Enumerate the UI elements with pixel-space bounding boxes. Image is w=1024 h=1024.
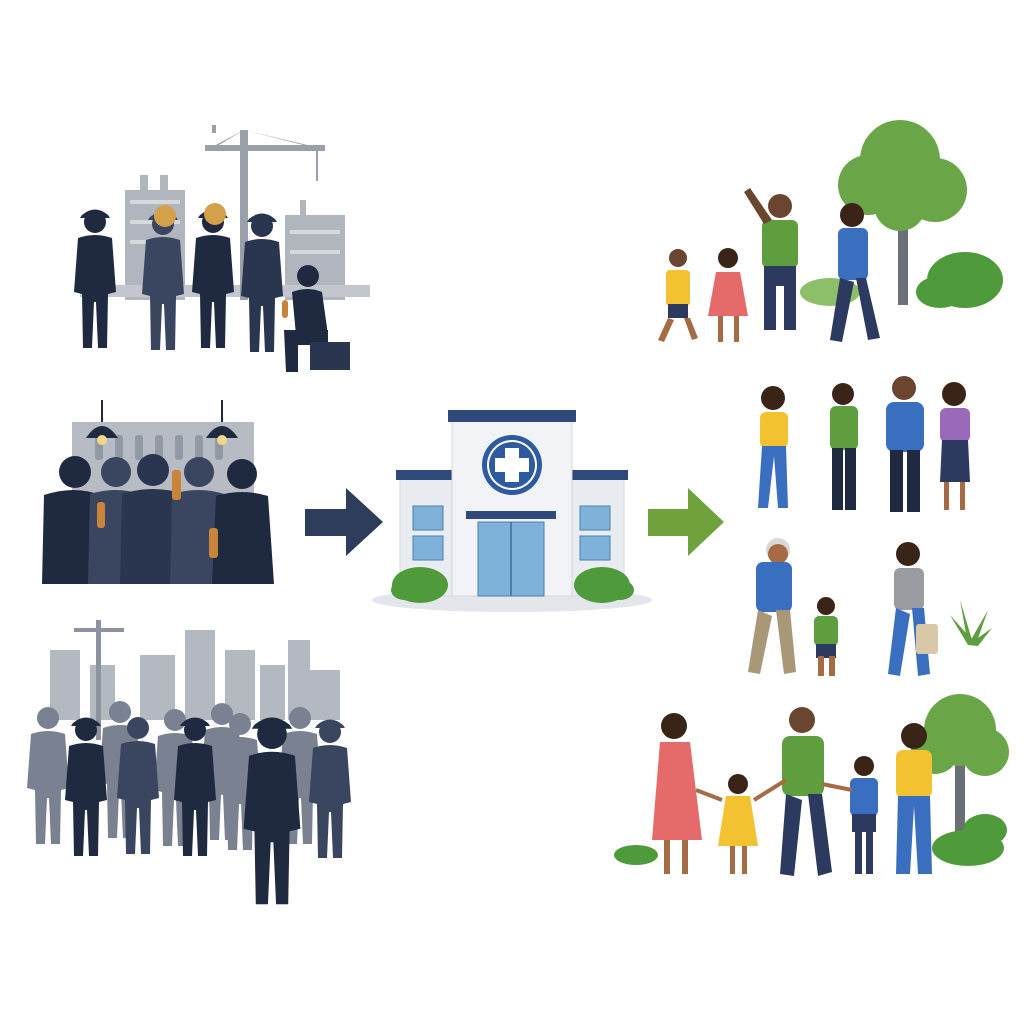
- bush-icon: [391, 567, 634, 603]
- bar-silhouettes: [42, 454, 274, 584]
- woman-yellow-top: [758, 386, 788, 508]
- woman-purple-top: [940, 382, 970, 510]
- elderly-man: [748, 538, 796, 674]
- man-blue-sweater: [886, 376, 924, 512]
- worker-silhouettes: [74, 203, 283, 352]
- utility-pole: [74, 620, 124, 740]
- woman-yellow-top: [896, 723, 932, 874]
- arrow-into-clinic: [305, 488, 383, 556]
- foreground-crowd: [65, 717, 351, 905]
- woman-green-top: [830, 383, 858, 510]
- child-green-shirt: [814, 597, 838, 676]
- city-skyline: [50, 630, 340, 720]
- bush-icon: [614, 814, 1007, 866]
- joined-hands: [695, 778, 853, 802]
- man-blue-shirt: [830, 203, 880, 342]
- hanging-lamps: [86, 400, 238, 445]
- construction-crane-icon: [205, 125, 325, 300]
- health-clinic: [372, 410, 652, 612]
- bottle-icon: [97, 470, 218, 558]
- construction-workers-group: [74, 125, 370, 372]
- bottle-icon: [282, 300, 288, 318]
- bar-shelf-bottles: [95, 435, 223, 460]
- girl-yellow-dress: [718, 774, 758, 874]
- man-green-shirt: [780, 707, 832, 876]
- family-holding-hands: [614, 694, 1009, 876]
- grandparent-and-child: [748, 538, 992, 676]
- tree-icon: [838, 120, 967, 305]
- medical-cross-icon: [482, 435, 542, 495]
- man-waving-green: [744, 188, 798, 330]
- seated-worker: [282, 265, 350, 372]
- woman-gray-top: [888, 542, 938, 676]
- child-pink-dress: [708, 248, 748, 342]
- boy-blue-shirt: [850, 756, 878, 874]
- child-running-yellow: [658, 249, 698, 342]
- clinic-doors: [477, 521, 545, 597]
- clinic-windows: [412, 505, 611, 561]
- plant-icon: [950, 600, 992, 646]
- tree-icon: [911, 694, 1009, 835]
- friends-talking: [758, 376, 970, 512]
- arrow-out-of-clinic: [648, 488, 724, 556]
- family-in-park: [658, 120, 1003, 342]
- shopping-bag-icon: [916, 624, 938, 654]
- city-crowd-group: [27, 620, 351, 905]
- bar-drinkers-group: [42, 400, 274, 584]
- woman-red-dress: [652, 713, 702, 874]
